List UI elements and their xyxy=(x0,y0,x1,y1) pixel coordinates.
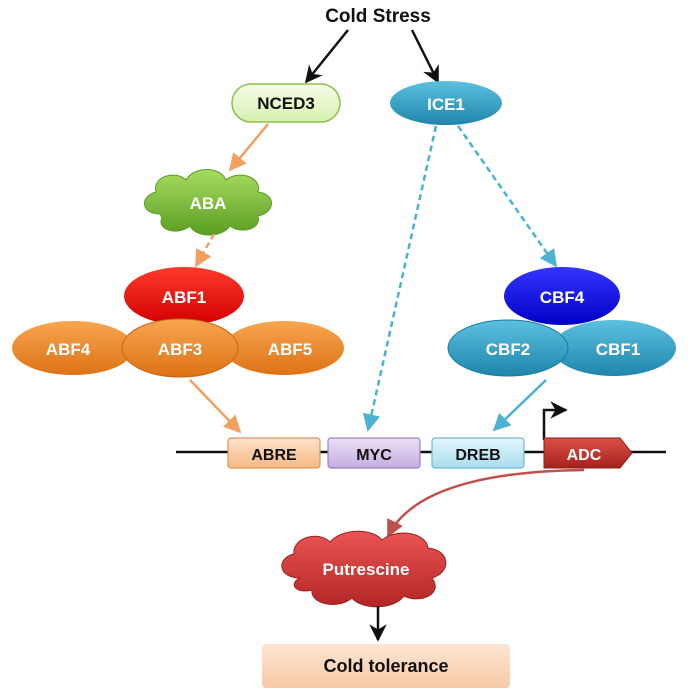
node-cold-tolerance-label: Cold tolerance xyxy=(323,656,448,676)
arrow-cbf-to-dreb xyxy=(492,379,547,432)
node-cold-tolerance: Cold tolerance xyxy=(262,644,510,688)
node-abf3: ABF3 xyxy=(121,318,239,378)
element-dreb-label: DREB xyxy=(455,447,500,464)
node-cbf1-label: CBF1 xyxy=(596,340,640,359)
title-cold-stress: Cold Stress xyxy=(325,6,431,27)
node-abf1-label: ABF1 xyxy=(162,288,206,307)
node-abf4: ABF4 xyxy=(12,321,134,375)
node-cbf2-label: CBF2 xyxy=(486,340,530,359)
element-abre-label: ABRE xyxy=(251,447,297,464)
node-putrescine: Putrescine xyxy=(281,530,447,608)
node-nced3: NCED3 xyxy=(231,83,341,123)
node-ice1-label: ICE1 xyxy=(427,95,465,114)
node-cbf1: CBF1 xyxy=(552,320,676,376)
node-cbf4: CBF4 xyxy=(504,267,620,325)
element-dreb: DREB xyxy=(431,437,525,469)
node-cbf4-label: CBF4 xyxy=(540,288,585,307)
node-abf4-label: ABF4 xyxy=(46,340,91,359)
arrow-ice1-to-myc xyxy=(362,125,438,432)
gene-adc-label: ADC xyxy=(567,447,602,464)
node-ice1: ICE1 xyxy=(390,81,502,125)
arrow-aba-to-abf1 xyxy=(194,233,216,268)
node-nced3-label: NCED3 xyxy=(257,94,315,113)
node-abf5: ABF5 xyxy=(224,321,344,375)
node-aba-label: ABA xyxy=(190,194,227,213)
element-myc: MYC xyxy=(327,437,421,469)
node-putrescine-label: Putrescine xyxy=(323,560,410,579)
gene-adc: ADC xyxy=(543,437,633,469)
node-cbf2: CBF2 xyxy=(447,319,569,377)
arrow-abf-to-abre xyxy=(189,379,242,434)
node-aba: ABA xyxy=(144,169,272,236)
element-myc-label: MYC xyxy=(356,447,392,464)
arrow-ice1-to-cbf4 xyxy=(456,125,558,268)
transcription-start-arrow xyxy=(542,401,568,440)
arrow-nced3-to-aba xyxy=(228,123,269,172)
arrow-cold-stress-to-nced3 xyxy=(304,29,349,84)
node-abf5-label: ABF5 xyxy=(268,340,312,359)
node-abf1: ABF1 xyxy=(124,267,244,325)
element-abre: ABRE xyxy=(227,437,321,469)
arrow-cold-stress-to-ice1 xyxy=(410,29,440,84)
arrow-adc-to-putrescine xyxy=(386,468,585,538)
node-abf3-label: ABF3 xyxy=(158,340,202,359)
